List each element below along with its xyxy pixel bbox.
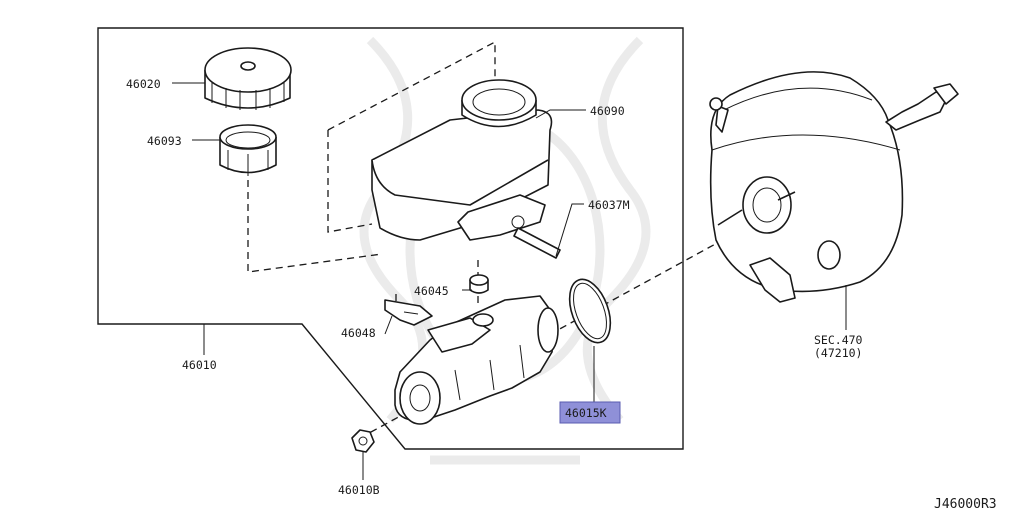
master-cylinder-body <box>394 295 559 425</box>
label-reservoir[interactable]: 46090 <box>590 104 625 118</box>
reservoir-cap <box>204 47 292 110</box>
label-grommet[interactable]: 46045 <box>414 284 449 298</box>
label-master-cylinder[interactable]: 46010 <box>182 358 217 372</box>
reservoir-pipe <box>513 227 561 259</box>
label-o-ring[interactable]: 46015K <box>565 406 607 420</box>
assembly-boundary <box>97 27 684 450</box>
label-pipe[interactable]: 46037M <box>588 198 630 212</box>
grommet <box>469 274 489 294</box>
diagram-code: J46000R3 <box>934 497 997 511</box>
clip <box>384 299 433 326</box>
part-labels: 46020 46093 46090 46037M 46045 46048 460… <box>126 77 997 511</box>
label-strainer[interactable]: 46093 <box>147 134 182 148</box>
reservoir-tank <box>371 79 553 241</box>
nut <box>351 429 375 453</box>
label-section-ref-line2[interactable]: (47210) <box>814 346 862 360</box>
strainer <box>219 124 277 176</box>
o-ring <box>568 278 612 344</box>
o-ring-label-highlight <box>559 401 621 424</box>
brake-booster <box>709 71 959 303</box>
label-cap[interactable]: 46020 <box>126 77 161 91</box>
label-nut[interactable]: 46010B <box>338 483 380 497</box>
label-section-ref-line1[interactable]: SEC.470 <box>814 333 863 347</box>
leader-lines <box>172 82 847 480</box>
label-clip[interactable]: 46048 <box>341 326 376 340</box>
